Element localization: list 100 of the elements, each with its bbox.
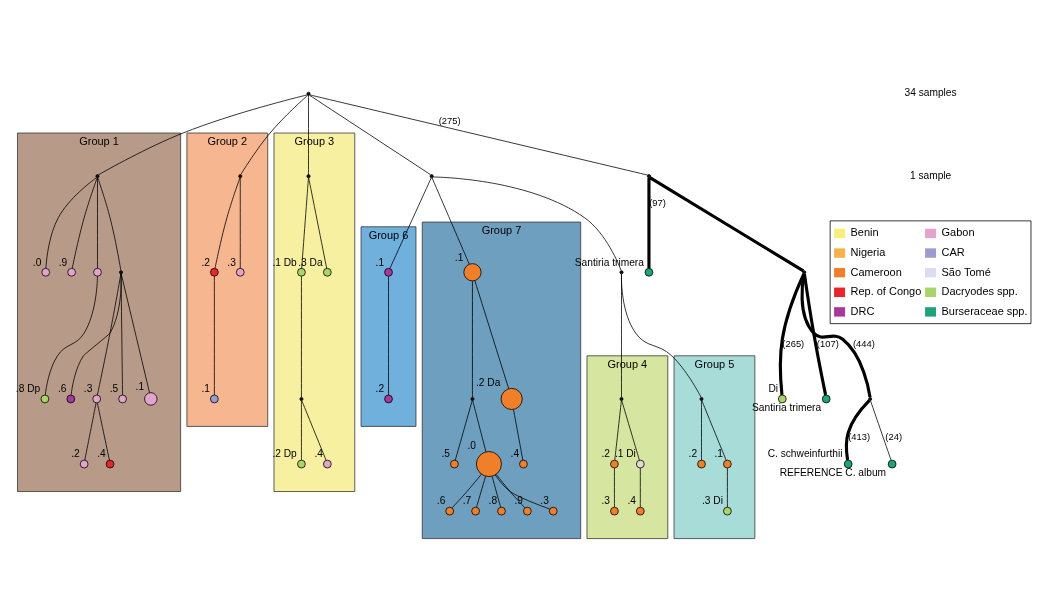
connector [614,467,615,507]
node-label: .3 [601,494,611,506]
node-circle [802,269,807,274]
node-circle [476,450,502,477]
node-circle [821,394,831,403]
node-circle [299,396,304,401]
node-circle [548,506,558,515]
node-circle [523,506,532,515]
connector [71,177,98,269]
node-circle [868,396,873,401]
node-label: .1 [714,447,724,459]
node-label: .4 [97,447,106,459]
node-circle [500,387,523,410]
connector [472,399,487,452]
node-circle [66,394,76,403]
legend-label: Cameroon [850,265,902,278]
node-label: .5 [109,382,119,394]
node-label: .1 Di [614,447,636,459]
node-circle [323,459,332,468]
node-label: .0 [32,256,42,268]
connector [97,177,122,271]
node-circle [235,267,245,277]
node-label: .3 Di [702,494,723,506]
node-label: Santiria trimera [752,401,822,413]
node-label: .9 [58,256,68,268]
connector [621,273,702,397]
connector [614,399,622,460]
connector [301,399,327,461]
node-circle [619,396,624,401]
connector [214,275,215,395]
legend-label: Burseraceae spp. [941,304,1028,317]
node-circle [647,173,651,178]
node-circle [306,91,311,96]
connector [388,275,389,395]
connector [495,473,526,508]
node-circle [297,267,306,277]
node-circle [67,267,76,277]
connector [98,94,308,175]
connector [451,473,482,508]
node-label: .3 [227,256,236,268]
connector [309,94,431,175]
connector [97,177,98,269]
node-circle [843,459,853,468]
connector [778,272,806,395]
label: 1 sample [909,169,952,181]
node-label: Di [768,382,779,394]
node-label: .3 [83,382,93,394]
node-label: .8 [488,494,498,506]
node-circle [519,459,528,468]
node-circle [144,391,158,406]
node-label: .1 [454,251,464,263]
node-circle [723,459,732,468]
connector [308,94,309,175]
connector [476,475,486,507]
edge-label: (107) [816,337,839,349]
legend-label: São Tomé [941,265,991,278]
node-label: .4 [314,447,323,459]
connector [97,273,122,395]
node-label: .2 [71,447,80,459]
connector [214,177,241,269]
node-circle [119,269,123,274]
node-circle [610,506,619,515]
node-circle [306,173,311,178]
node-circle [323,267,332,277]
node-circle [471,506,480,515]
node-circle [636,459,645,468]
connector [454,399,473,460]
connector [45,176,97,268]
node-label: .3 [540,494,549,506]
node-label: .2 [201,256,210,268]
node-label: .9 [514,494,523,506]
edge-label: (444) [852,337,875,349]
legend-label: Benin [850,225,879,238]
connector [84,402,97,461]
node-label: .2 Dp [272,447,297,459]
node-circle [699,396,704,401]
edge-label: (275) [438,114,461,126]
edge-label: (265) [782,337,805,349]
node-label: .0 [467,439,476,451]
node-circle [40,394,50,403]
node-circle [636,506,645,515]
node-label: .2 [375,382,385,394]
node-circle [297,459,306,468]
connector [239,177,241,269]
connector [97,402,110,461]
node-circle [619,269,624,274]
edge-label: (413) [848,430,871,442]
connector [844,398,871,460]
connector [802,273,828,395]
legend-label: DRC [850,304,875,317]
connector [309,94,648,175]
node-label: .2 [688,447,698,459]
node-circle [210,394,219,403]
node-label: .7 [462,494,472,506]
connector [308,177,328,269]
node-label: .3 Da [298,256,323,268]
connector [800,273,872,397]
node-label: .1 [201,382,210,394]
node-circle [610,459,619,468]
legend-label: Dacryodes spp. [941,284,1018,297]
